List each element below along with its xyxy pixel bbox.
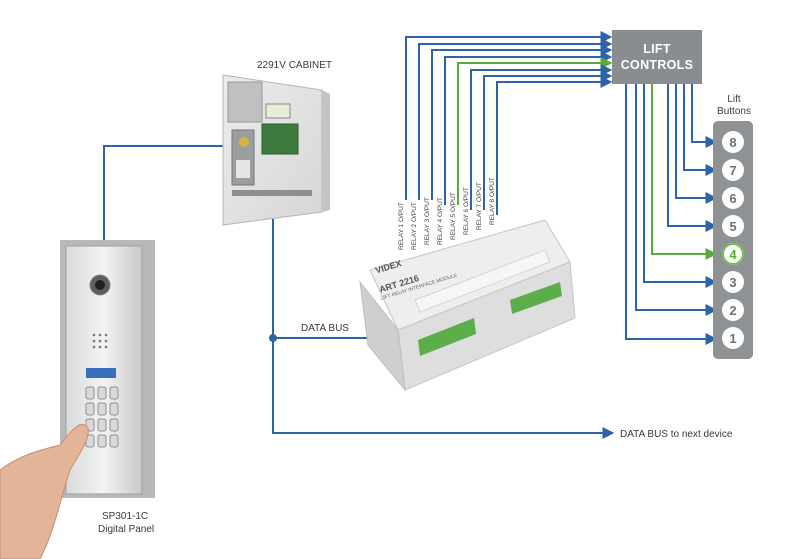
lift-button: 2 [722,299,744,321]
relay-module-device [359,219,576,392]
lift-buttons-label-1: Lift [727,94,741,105]
relay-label: RELAY 3 O/PUT [424,197,431,245]
cabinet-label: 2291V CABINET [257,60,333,71]
lift-controls-title: LIFT [643,42,671,56]
panel-name-label: Digital Panel [98,524,155,535]
bus-junction [269,334,277,342]
lift-button: 5 [722,215,744,237]
lift-button: 3 [722,271,744,293]
lift-button-active: 4 [722,243,744,265]
digital-panel-device [0,240,155,559]
relay-label: RELAY 7 O/PUT [476,182,483,230]
relay-label: RELAY 2 O/PUT [411,202,418,250]
relay-label: RELAY 6 O/PUT [463,187,470,235]
data-bus-label: DATA BUS [301,323,349,334]
relay-label: RELAY 4 O/PUT [437,197,444,245]
lift-button: 8 [722,131,744,153]
button-wires [625,84,718,345]
lift-button: 7 [722,159,744,181]
lift-button: 1 [722,327,744,349]
lift-controls-box: LIFT CONTROLS [612,30,702,84]
relay-label: RELAY 5 O/PUT [450,192,457,240]
panel-model-label: SP301-1C [102,511,149,522]
data-bus-next-label: DATA BUS to next device [620,429,733,440]
relay-label: RELAY 1 O/PUT [398,202,405,250]
lift-button: 6 [722,187,744,209]
relay-label: RELAY 8 O/PUT [489,177,496,225]
lift-button-panel: 8 7 6 5 4 3 2 1 [713,121,753,359]
relay-output-wires [405,31,613,215]
data-bus-wires [103,145,615,439]
lift-buttons-label-2: Buttons [717,106,751,117]
cabinet-device [222,74,330,226]
lift-controls-subtitle: CONTROLS [620,58,694,72]
